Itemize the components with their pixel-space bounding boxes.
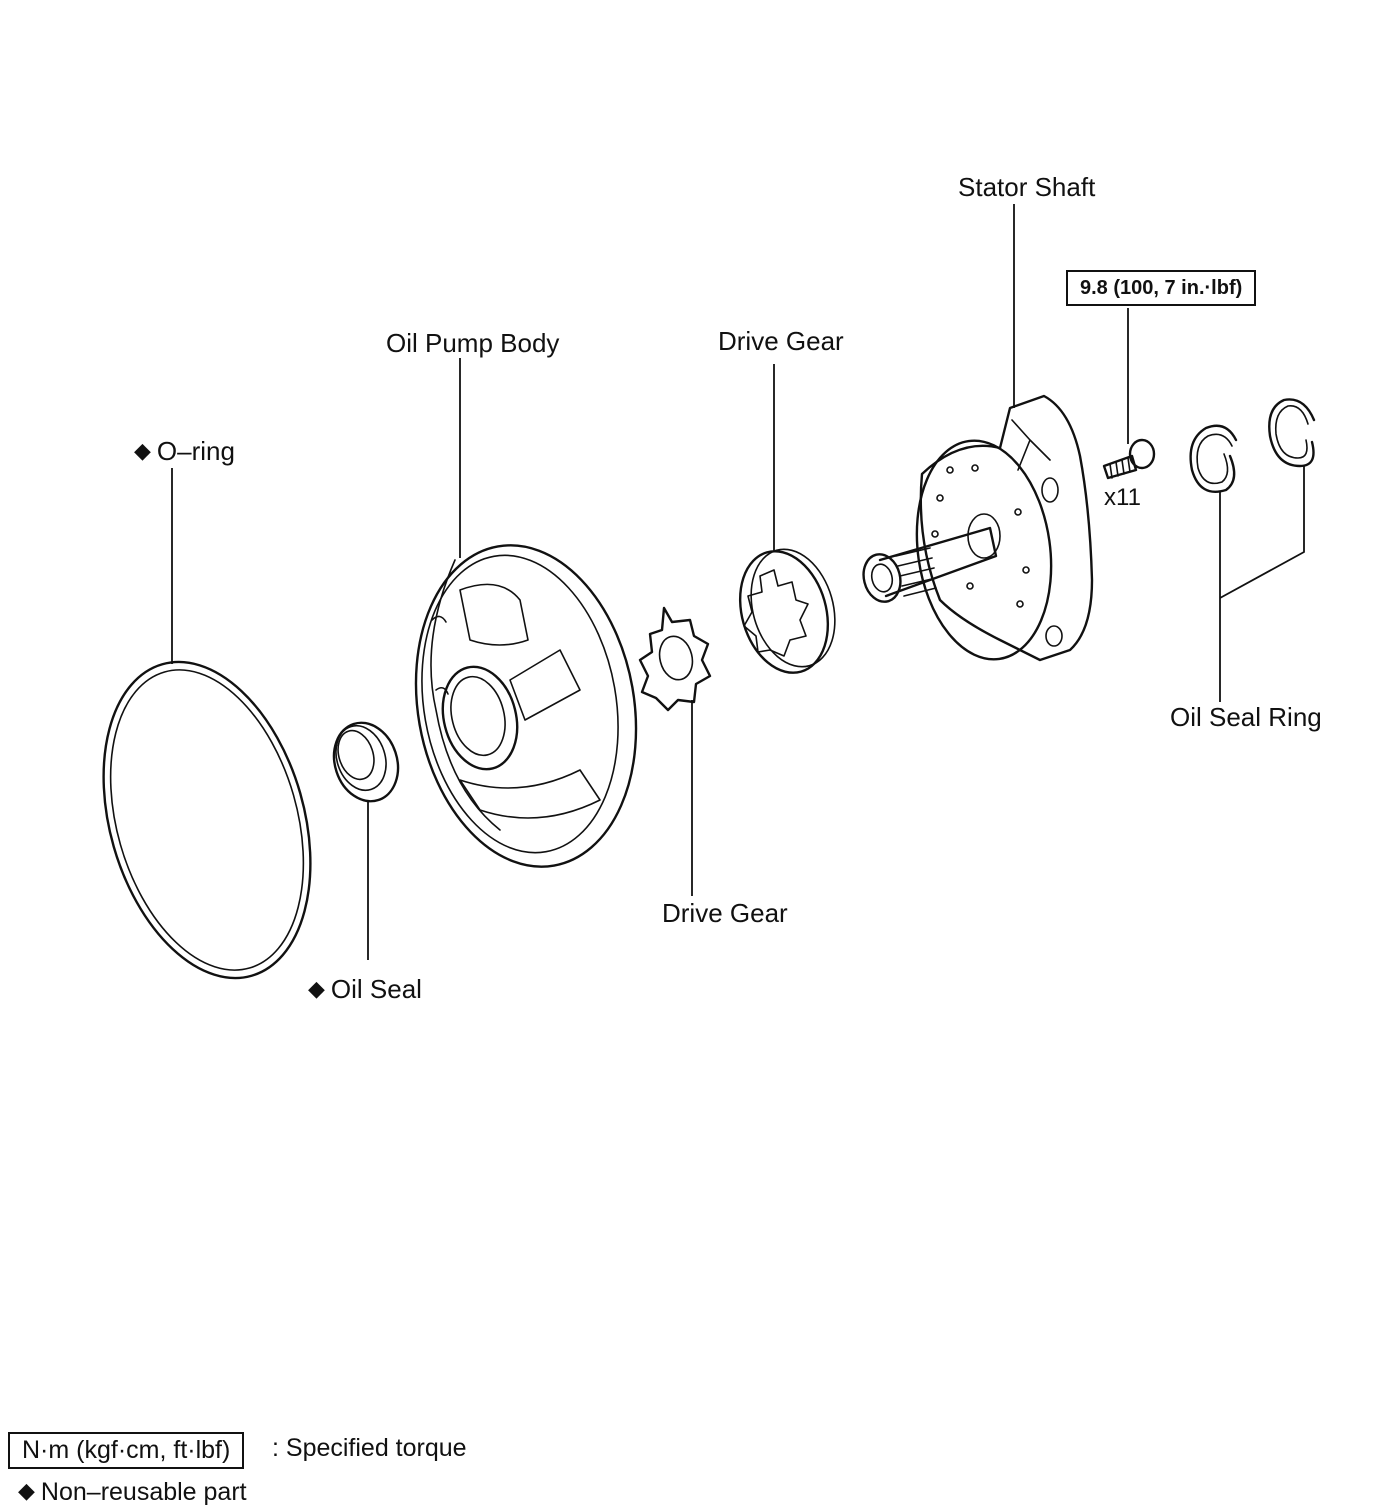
oil-pump-body-part [414,544,638,868]
stator-shaft-label: Stator Shaft [958,172,1096,202]
leader-lines [171,204,1305,960]
non-reusable-icon: ◆ [134,438,151,463]
oil-seal-ring-parts [1189,398,1316,493]
legend-non-reusable: ◆Non–reusable part [18,1480,247,1505]
o-ring-part [102,660,312,980]
oil-seal-ring-label: Oil Seal Ring [1170,702,1322,732]
oil-seal-text: Oil Seal [330,974,422,1004]
oil-seal-part [332,721,400,803]
o-ring-label: ◆O–ring [134,438,235,464]
o-ring-text: O–ring [156,436,235,466]
bolt-quantity-label: x11 [1104,484,1141,511]
drive-gear-bottom-label: Drive Gear [662,898,788,928]
bolt-part [1102,438,1156,480]
oil-seal-label: ◆Oil Seal [308,976,422,1002]
stator-shaft-part [862,394,1094,662]
bolt-torque-spec-box: 9.8 (100, 7 in.·lbf) [1066,270,1257,306]
drive-gear-ring-part [738,548,836,674]
drive-gear-small-part [638,606,712,712]
non-reusable-icon: ◆ [18,1478,35,1503]
legend-non-reusable-text: Non–reusable part [40,1478,247,1506]
oil-pump-body-label: Oil Pump Body [386,328,560,358]
non-reusable-icon: ◆ [308,976,325,1001]
drive-gear-top-label: Drive Gear [718,326,844,356]
legend-torque-description: : Specified torque [272,1434,467,1462]
legend-torque-unit-box: N·m (kgf·cm, ft·lbf) [8,1432,245,1470]
